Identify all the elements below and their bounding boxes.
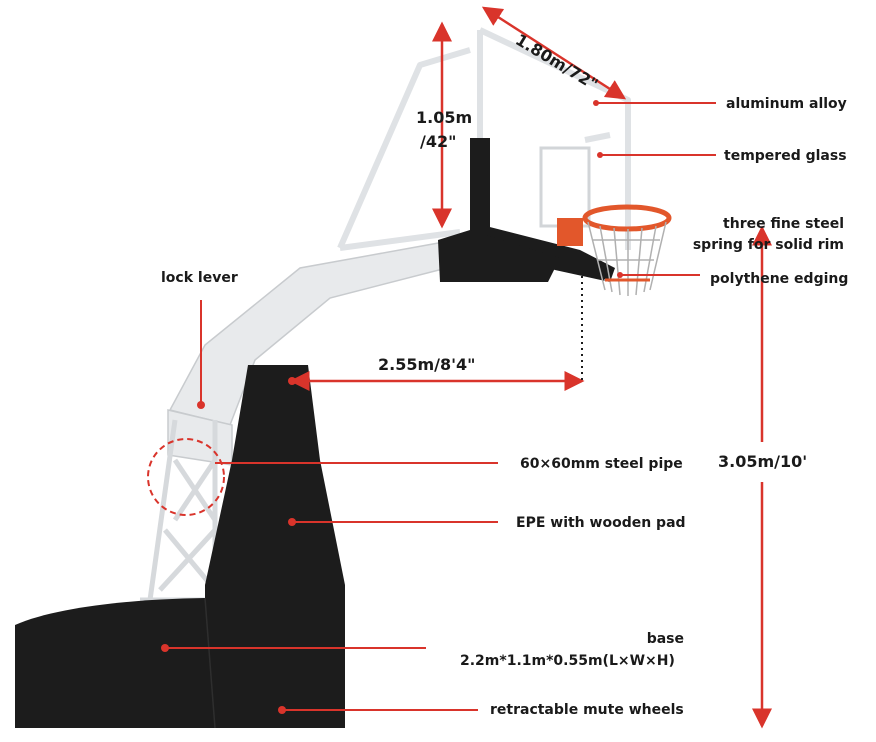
base-highlight <box>204 597 216 729</box>
dimension-arrows <box>289 6 772 729</box>
height-dimension-label-1: 1.05m <box>416 108 473 127</box>
base-block <box>15 598 228 728</box>
rim-height-dimension-label: 3.05m/10' <box>718 452 808 471</box>
column-pad <box>205 365 345 728</box>
backboard-mount <box>438 138 615 282</box>
label-polythene-edging: polythene edging <box>710 271 849 287</box>
label-steel-pipe: 60×60mm steel pipe <box>520 456 683 472</box>
lock-lever-callout <box>147 438 225 516</box>
leader-lines <box>165 102 716 711</box>
label-base-title: base <box>646 631 684 647</box>
label-mute-wheels: retractable mute wheels <box>490 702 684 718</box>
height-dimension-label-2: /42" <box>420 132 457 151</box>
label-tempered-glass: tempered glass <box>724 148 847 164</box>
label-spring-rim-1: three fine steel <box>723 216 844 232</box>
leader-dots <box>161 100 623 714</box>
hoop <box>557 204 672 296</box>
label-lock-lever: lock lever <box>161 270 238 286</box>
label-base-size: 2.2m*1.1m*0.55m(L×W×H) <box>460 653 675 669</box>
label-aluminum-alloy: aluminum alloy <box>726 96 847 112</box>
label-epe-pad: EPE with wooden pad <box>516 515 686 531</box>
reach-dimension-label: 2.55m/8'4" <box>378 355 476 374</box>
label-spring-rim-2: spring for solid rim <box>692 237 844 253</box>
tempered-glass <box>539 146 591 228</box>
